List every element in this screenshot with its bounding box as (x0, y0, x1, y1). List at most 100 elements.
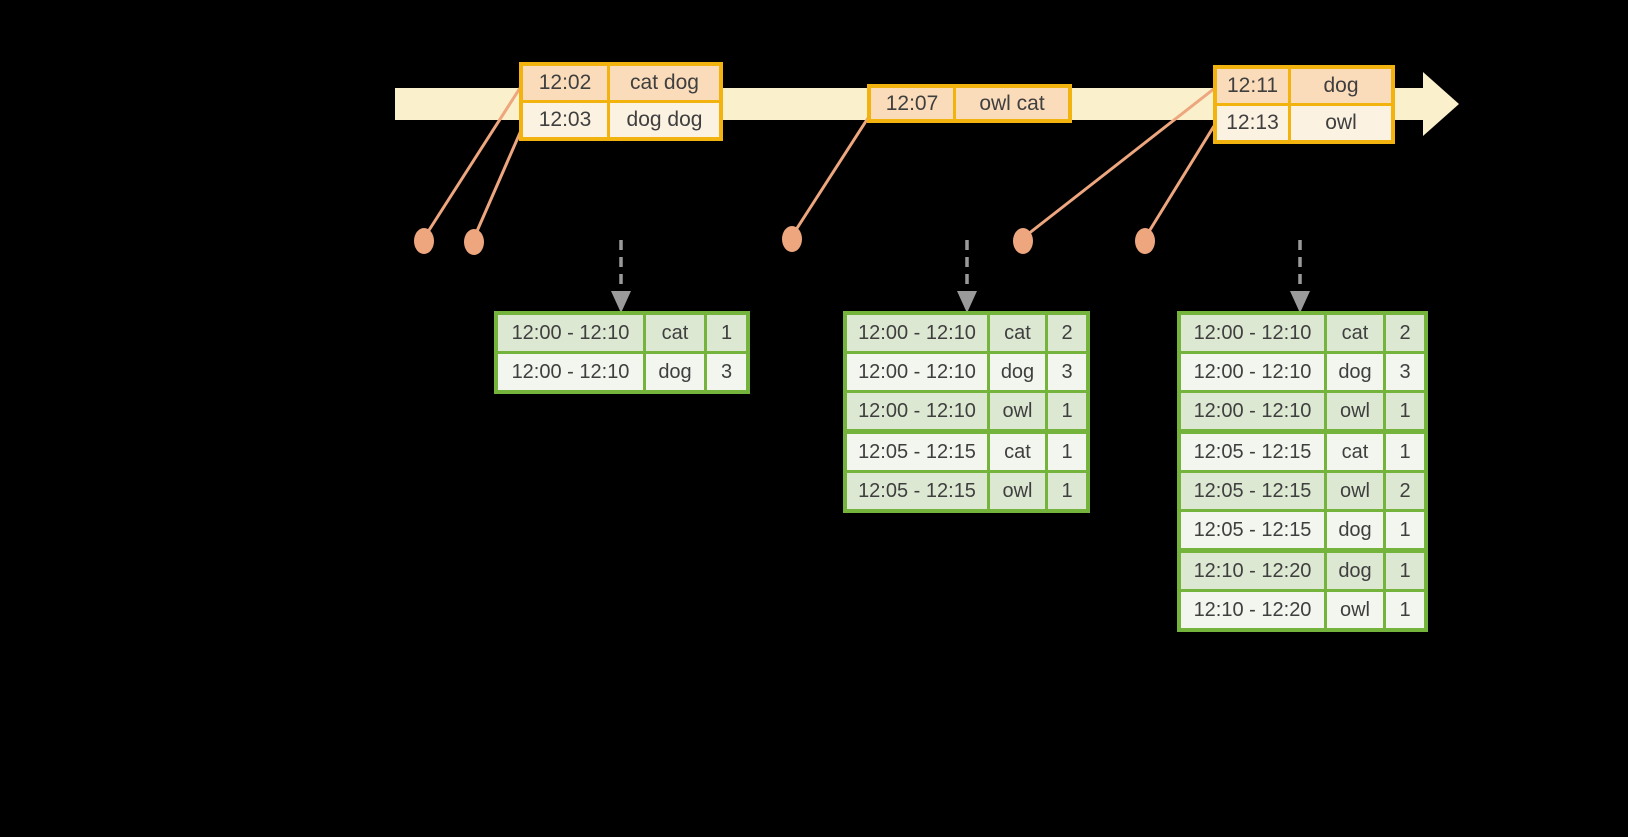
result-cell-time: 12:00 - 12:10 (498, 354, 646, 390)
connector-line-12-03 (472, 125, 525, 239)
event-cell-words: owl (1291, 106, 1391, 140)
event-dot-12-03 (464, 229, 484, 255)
result-cell-count: 1 (1048, 473, 1086, 509)
result-cell-word: owl (990, 393, 1048, 429)
event-cell-words: owl cat (956, 88, 1068, 119)
result-cell-count: 1 (1386, 434, 1424, 470)
result-cell-time: 12:00 - 12:10 (1181, 393, 1327, 429)
result-cell-count: 2 (1048, 315, 1086, 351)
result-cell-count: 1 (1386, 592, 1424, 628)
result-cell-word: owl (1327, 393, 1386, 429)
trigger-arrowhead-icon-1 (611, 291, 631, 313)
event-cell-time: 12:07 (871, 88, 956, 119)
result-cell-word: dog (646, 354, 707, 390)
result-cell-time: 12:00 - 12:10 (1181, 315, 1327, 351)
result-cell-count: 3 (707, 354, 746, 390)
event-cell-words: cat dog (610, 66, 719, 100)
trigger-arrowhead-icon-2 (957, 291, 977, 313)
event-connector-lines (422, 86, 1216, 240)
result-cell-count: 1 (1048, 434, 1086, 470)
event-cell-words: dog dog (610, 103, 719, 137)
connector-line-12-11 (1022, 86, 1216, 240)
result-cell-count: 1 (1386, 393, 1424, 429)
result-cell-count: 3 (1048, 354, 1086, 390)
result-cell-time: 12:05 - 12:15 (1181, 512, 1327, 548)
result-cell-count: 1 (707, 315, 746, 351)
result-cell-time: 12:10 - 12:20 (1181, 553, 1327, 589)
trigger-arrows (611, 240, 1310, 313)
result-cell-count: 3 (1386, 354, 1424, 390)
result-cell-time: 12:05 - 12:15 (1181, 473, 1327, 509)
result-cell-count: 1 (1048, 393, 1086, 429)
result-cell-word: cat (990, 434, 1048, 470)
result-cell-word: cat (990, 315, 1048, 351)
event-cell-time: 12:13 (1217, 106, 1291, 140)
trigger-arrowhead-icon-3 (1290, 291, 1310, 313)
event-cell-time: 12:03 (523, 103, 610, 137)
event-dot-12-02 (414, 228, 434, 254)
result-cell-time: 12:00 - 12:10 (847, 354, 990, 390)
result-cell-count: 1 (1386, 512, 1424, 548)
timeline-arrowhead-icon (1423, 72, 1459, 136)
result-cell-word: dog (1327, 512, 1386, 548)
event-cell-words: dog (1291, 69, 1391, 103)
event-dot-12-11 (1013, 228, 1033, 254)
result-cell-word: dog (990, 354, 1048, 390)
result-cell-time: 12:00 - 12:10 (847, 393, 990, 429)
event-dots (414, 226, 1155, 255)
result-cell-word: dog (1327, 354, 1386, 390)
result-cell-count: 2 (1386, 473, 1424, 509)
result-cell-word: owl (1327, 473, 1386, 509)
event-cell-time: 12:11 (1217, 69, 1291, 103)
result-cell-word: cat (646, 315, 707, 351)
result-cell-word: owl (1327, 592, 1386, 628)
result-cell-count: 2 (1386, 315, 1424, 351)
result-cell-word: dog (1327, 553, 1386, 589)
event-dot-12-13 (1135, 228, 1155, 254)
connector-line-12-13 (1143, 125, 1216, 239)
result-cell-count: 1 (1386, 553, 1424, 589)
result-cell-time: 12:00 - 12:10 (847, 315, 990, 351)
result-cell-time: 12:05 - 12:15 (847, 434, 990, 470)
event-dot-12-07 (782, 226, 802, 252)
connector-line-12-02 (422, 87, 522, 239)
result-cell-word: cat (1327, 434, 1386, 470)
result-cell-word: owl (990, 473, 1048, 509)
result-cell-time: 12:00 - 12:10 (498, 315, 646, 351)
result-cell-time: 12:05 - 12:15 (847, 473, 990, 509)
event-cell-time: 12:02 (523, 66, 610, 100)
